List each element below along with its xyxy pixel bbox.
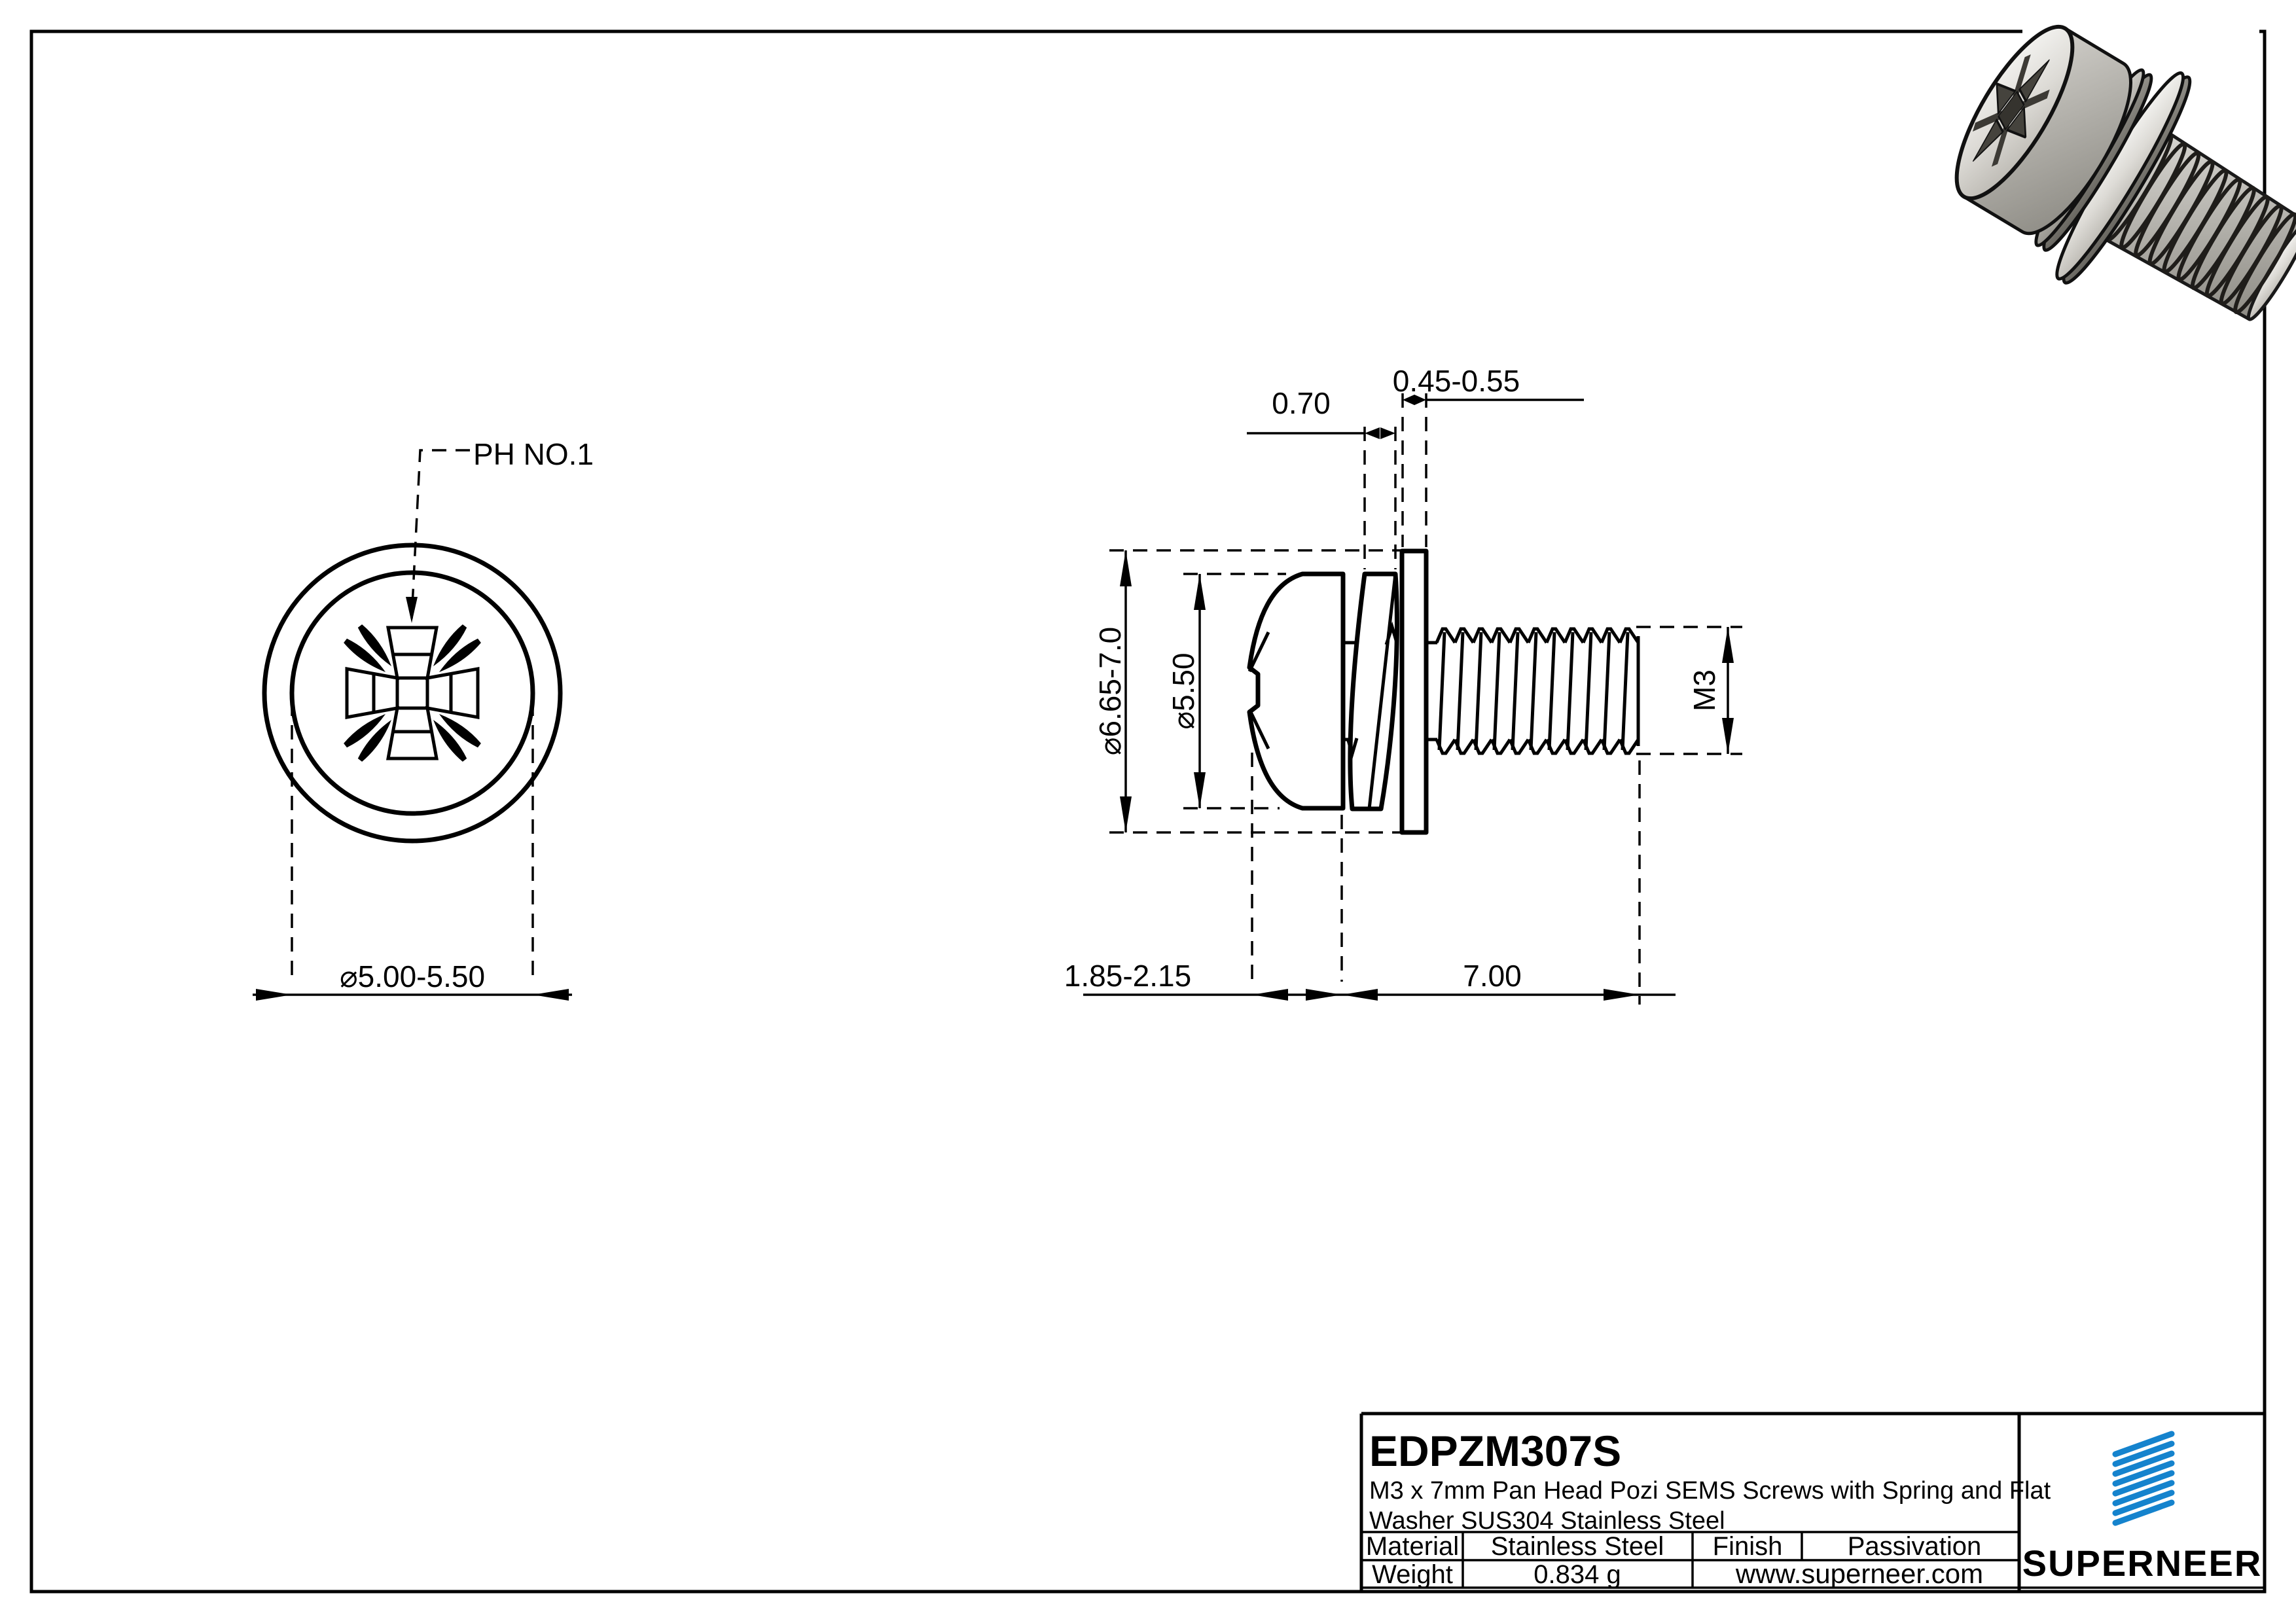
drive-leader-arrow [406,597,418,623]
head-height-dim: 1.85-2.15 [1064,959,1191,993]
recess-silhouette-lines [1247,631,1270,750]
superneer-logo: SUPERNEER [2022,1431,2263,1584]
dim-arrow [256,989,292,1001]
logo-wordmark: SUPERNEER [2022,1543,2263,1584]
weight-value: 0.834 g [1534,1560,1621,1589]
material-label: Material [1366,1532,1459,1561]
pozi-recess-icon [342,623,482,763]
part-number: EDPZM307S [1369,1427,1621,1475]
thread-length-dim: 7.00 [1463,959,1522,993]
finish-value: Passivation [1848,1532,1982,1561]
pozi-recess-3d-icon [1972,54,2050,167]
dim-arrow [533,989,569,1001]
website-link[interactable]: www.superneer.com [1735,1558,1983,1589]
thread-size-dim: M3 [1687,669,1721,711]
drive-leader-line [410,449,470,619]
head-outline-circle [289,570,535,816]
finish-label: Finish [1713,1532,1783,1561]
title-block: EDPZM307S M3 x 7mm Pan Head Pozi SEMS Sc… [1359,1412,2265,1592]
material-value: Stainless Steel [1491,1532,1664,1561]
washer-od-dim: ⌀6.65-7.0 [1093,627,1127,756]
head-diameter-dim: ⌀5.50 [1166,652,1200,729]
description-line2: Washer SUS304 Stainless Steel [1369,1507,1725,1535]
spring-washer-profile [1346,571,1399,812]
drive-type-label: PH NO.1 [473,437,594,471]
thread-profile [1437,629,1640,753]
flat-washer-thickness-dim: 0.45-0.55 [1393,364,1520,398]
spring-washer-thickness-dim: 0.70 [1272,386,1331,420]
front-view: PH NO.1 ⌀5.00-5.50 [253,437,594,1001]
description-line1: M3 x 7mm Pan Head Pozi SEMS Screws with … [1369,1477,2051,1505]
border-frame [29,29,2267,1594]
side-view: 0.70 0.45-0.55 ⌀6.65-7.0 ⌀5.50 M3 [1064,364,1742,1005]
pan-head-profile [1247,571,1346,811]
front-head-diameter: ⌀5.00-5.50 [340,959,485,993]
weight-label: Weight [1372,1560,1453,1589]
washer-outline-circle [262,543,563,844]
screw-3d-render [1954,24,2296,321]
flat-washer-profile [1399,548,1429,835]
logo-flag-icon [2112,1431,2175,1526]
